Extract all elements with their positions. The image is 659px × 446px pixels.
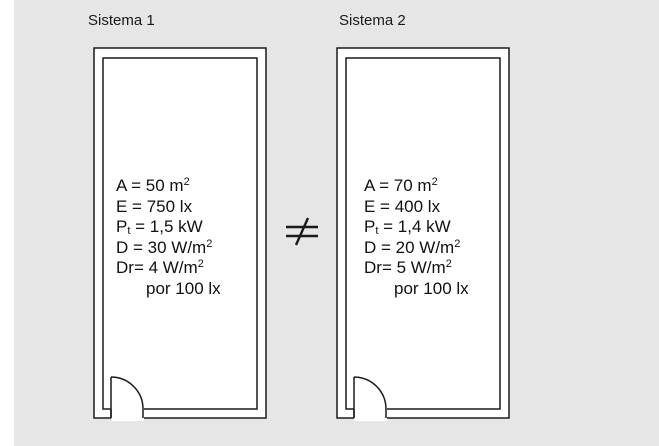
sistema-2-area: A = 70 m2 [364, 176, 438, 195]
sistema-2-density-ref-suffix: por 100 lx [394, 278, 469, 298]
sistema-1-area: A = 50 m2 [116, 176, 190, 195]
sistema-1-illuminance: E = 750 lx [116, 196, 193, 216]
room-sistema-1 [93, 47, 267, 421]
sistema-2-density-ref: Dr= 5 W/m2 [364, 258, 452, 277]
sistema-2-density: D = 20 W/m2 [364, 237, 461, 257]
sistema-2-power: Pt = 1,4 kW [364, 217, 451, 237]
sistema-1-power: Pt = 1,5 kW [116, 217, 203, 237]
room-2-door-swing [353, 376, 387, 410]
sistema-1-density: D = 30 W/m2 [116, 237, 213, 257]
sistema-2-values: A = 70 m2 E = 400 lx Pt = 1,4 kW D = 20 … [364, 176, 469, 299]
sistema-1-density-ref-suffix: por 100 lx [146, 278, 221, 298]
room-1-door-gap [111, 405, 144, 421]
sistema-1-title: Sistema 1 [88, 12, 155, 29]
sistema-1-density-ref: Dr= 4 W/m2 [116, 258, 204, 277]
room-1-inner-wall [102, 57, 258, 410]
not-equal-icon [286, 217, 318, 246]
room-2-door-gap [354, 405, 387, 421]
sistema-2-illuminance: E = 400 lx [364, 196, 441, 216]
sistema-2-title: Sistema 2 [339, 12, 406, 29]
room-2-inner-wall [345, 57, 501, 410]
room-sistema-2 [336, 47, 510, 421]
sistema-1-values: A = 50 m2 E = 750 lx Pt = 1,5 kW D = 30 … [116, 176, 221, 299]
room-1-door-swing [110, 376, 144, 410]
